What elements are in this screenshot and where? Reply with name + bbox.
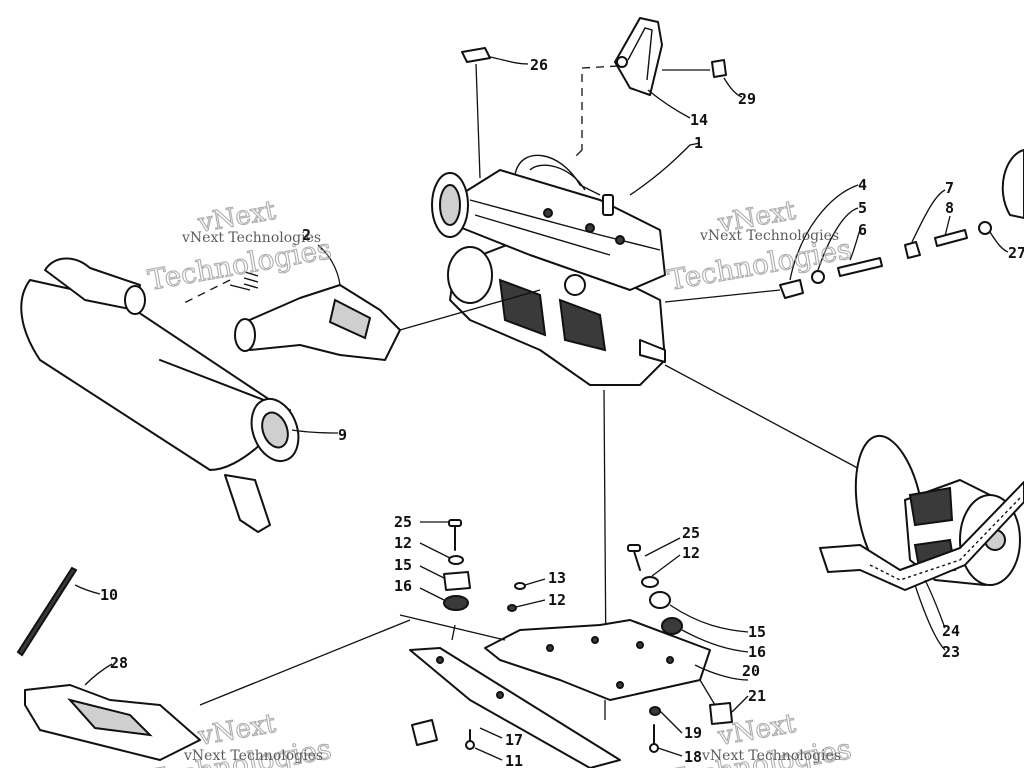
- bottom-fasteners: [411, 706, 661, 753]
- mount-stack-right: [627, 544, 733, 725]
- drive-clutch: [819, 434, 1024, 591]
- svg-text:vNext Technologies: vNext Technologies: [701, 748, 841, 764]
- washer-small: [514, 582, 526, 590]
- callout-12b: 12: [548, 591, 566, 609]
- callout-8: 8: [945, 199, 954, 217]
- callout-10: 10: [100, 586, 118, 604]
- callout-16a: 16: [394, 577, 412, 595]
- callout-12c: 12: [682, 544, 700, 562]
- tension-spring: [16, 566, 78, 657]
- svg-text:vNext Technologies: vNext Technologies: [699, 228, 839, 244]
- callout-17: 17: [505, 731, 523, 749]
- callout-25a: 25: [394, 513, 412, 531]
- callout-11: 11: [505, 752, 523, 768]
- callout-25b: 25: [682, 524, 700, 542]
- svg-text:vNext Technologies: vNext Technologies: [183, 748, 323, 764]
- intake-silencer: [614, 17, 663, 96]
- muffler: [20, 257, 300, 533]
- callout-12a: 12: [394, 534, 412, 552]
- callout-4: 4: [858, 176, 867, 194]
- callout-21: 21: [748, 687, 766, 705]
- callout-24: 24: [942, 622, 960, 640]
- mount-hardware-right: [779, 221, 992, 299]
- partial-pulley: [1001, 149, 1024, 219]
- exhaust-manifold: [234, 284, 401, 361]
- mount-stack-left: [443, 519, 471, 611]
- callout-5: 5: [858, 199, 867, 217]
- callout-26: 26: [530, 56, 548, 74]
- callout-13: 13: [548, 569, 566, 587]
- engine-assembly: [431, 154, 666, 386]
- callout-2: 2: [302, 226, 311, 244]
- decal-plate: [461, 47, 491, 63]
- callout-9: 9: [338, 426, 347, 444]
- callout-27: 27: [1008, 244, 1024, 262]
- callout-14: 14: [690, 111, 708, 129]
- watermark-upper-right: vNext Technologies vNext Technologies: [665, 195, 854, 297]
- clip: [711, 59, 727, 78]
- callout-15a: 15: [394, 556, 412, 574]
- callout-6: 6: [858, 221, 867, 239]
- engine-mount-plate: [409, 619, 711, 768]
- callout-7: 7: [945, 179, 954, 197]
- callout-19: 19: [684, 724, 702, 742]
- callout-20: 20: [742, 662, 760, 680]
- callout-18: 18: [684, 748, 702, 766]
- svg-text:vNext Technologies: vNext Technologies: [181, 230, 321, 246]
- engine-bracket: [24, 684, 201, 761]
- exhaust-spring: [243, 271, 259, 289]
- nut-small: [507, 604, 517, 612]
- callout-15b: 15: [748, 623, 766, 641]
- callout-1: 1: [694, 134, 703, 152]
- callout-16b: 16: [748, 643, 766, 661]
- callout-28: 28: [110, 654, 128, 672]
- watermark-upper-left: vNext Technologies vNext Technologies: [145, 195, 334, 297]
- callout-29: 29: [738, 90, 756, 108]
- callout-23: 23: [942, 643, 960, 661]
